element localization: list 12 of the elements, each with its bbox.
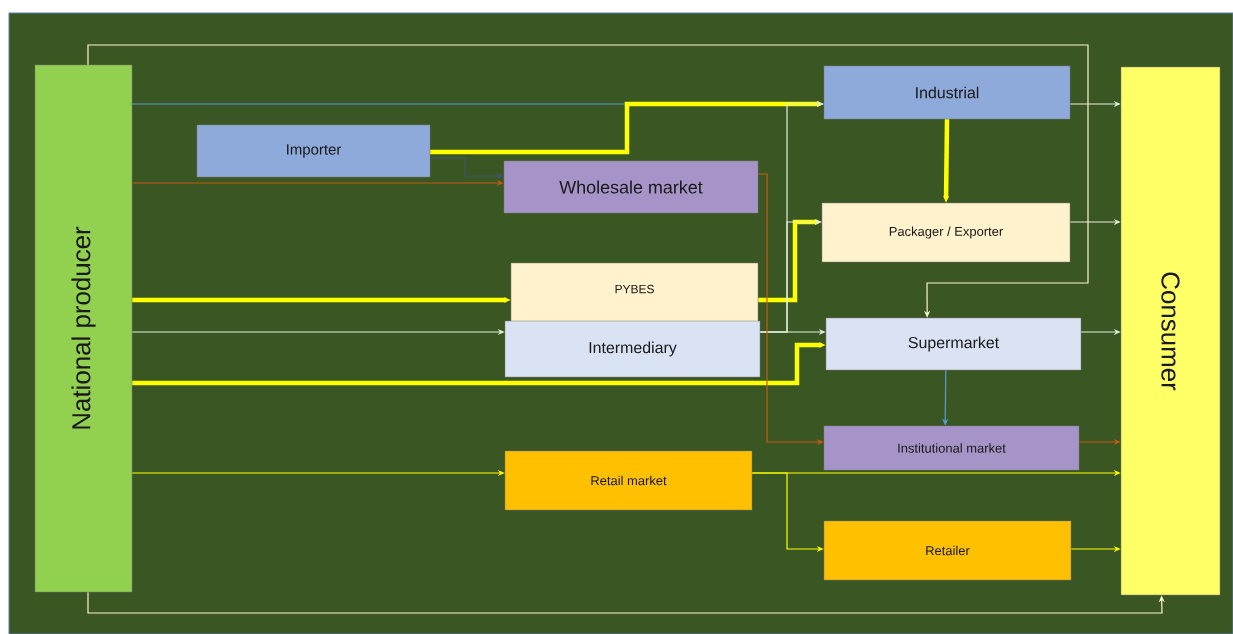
- process-box: Packager / Exporter: [821, 202, 1071, 263]
- process-box: Importer: [196, 124, 431, 178]
- process-box: Wholesale market: [503, 160, 759, 214]
- process-box: Intermediary: [504, 320, 761, 378]
- process-box: Institutional market: [823, 425, 1080, 471]
- producer-bar: National producer: [34, 64, 133, 593]
- process-box: PYBES: [510, 262, 759, 323]
- consumer-bar: Consumer: [1120, 66, 1221, 596]
- process-box: Retail market: [504, 450, 753, 511]
- process-box: Supermarket: [825, 317, 1082, 371]
- process-box: Retailer: [823, 520, 1072, 581]
- process-box: Industrial: [823, 65, 1071, 120]
